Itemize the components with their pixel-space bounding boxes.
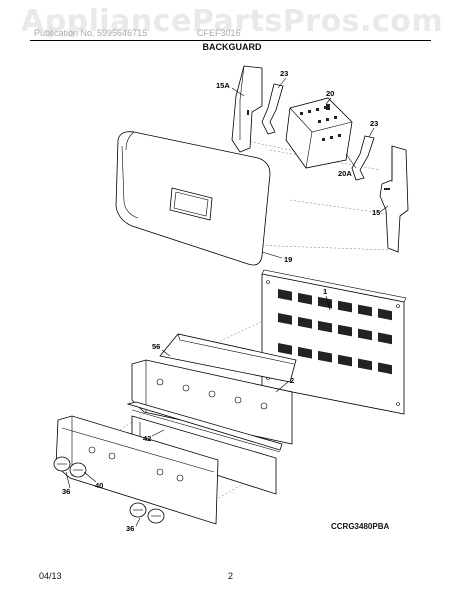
part-56-shroud	[159, 333, 297, 383]
part-20-control-board	[285, 97, 353, 169]
footer-date: 04/13	[39, 571, 62, 581]
label-56: 56	[152, 342, 160, 351]
label-23-left: 23	[280, 69, 288, 78]
part-19-backguard-panel	[115, 131, 271, 266]
watermark-text: AppliancePartsPros.com	[20, 4, 444, 39]
section-title: BACKGUARD	[202, 42, 262, 52]
label-42: 42	[143, 434, 151, 443]
part-42-rail	[126, 401, 283, 495]
part-23-left-clip	[261, 83, 284, 135]
label-2: 2	[290, 376, 294, 385]
label-20a: 20A	[338, 169, 352, 178]
label-20: 20	[326, 89, 334, 98]
label-15: 15	[372, 208, 380, 217]
part-labels: 15A 23 20 23 20A 15 19 1 56 2 42 36 40 3…	[62, 69, 380, 533]
model-number: CFEF3016	[197, 28, 241, 38]
label-1: 1	[323, 287, 327, 296]
label-36-right: 36	[126, 524, 134, 533]
diagram-code: CCRG3480PBA	[331, 522, 390, 531]
footer-page-number: 2	[228, 571, 234, 581]
label-36-left: 36	[62, 487, 70, 496]
label-19: 19	[284, 255, 292, 264]
part-23-right-clip	[351, 135, 375, 181]
leader-lines	[65, 77, 389, 527]
part-15-end-bracket	[379, 145, 409, 253]
publication-number: Publication No. 5995646715	[34, 28, 148, 38]
part-36-knobs-left	[53, 456, 87, 478]
part-15a-end-bracket	[231, 65, 263, 153]
label-40: 40	[95, 481, 103, 490]
part-36-knobs-right	[129, 502, 165, 524]
part-2-control-support	[131, 359, 293, 445]
header-rule	[30, 40, 431, 41]
label-23-right: 23	[370, 119, 378, 128]
label-15a: 15A	[216, 81, 230, 90]
